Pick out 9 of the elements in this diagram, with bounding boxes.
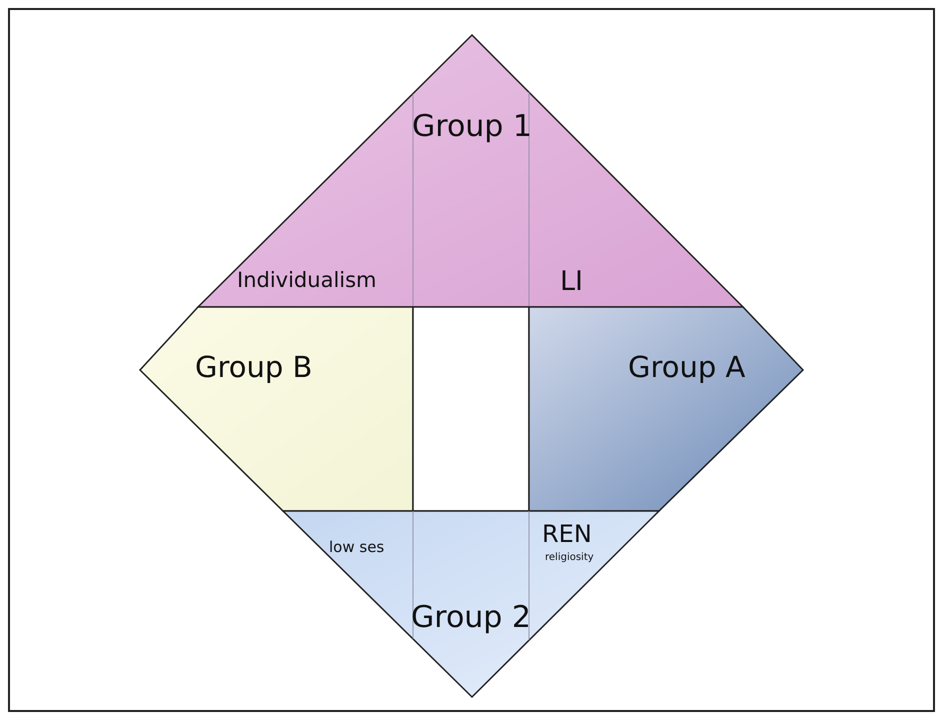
region-label: Group B	[195, 353, 312, 382]
region-label: low ses	[329, 540, 384, 555]
group-label: Group 2	[411, 603, 531, 633]
group-label: Group 1	[412, 112, 532, 142]
region-label: Group A	[628, 353, 746, 382]
region-label: LI	[560, 268, 584, 295]
region-label: religiosity	[545, 553, 594, 563]
region-label: REN	[542, 522, 592, 546]
region-label: Individualism	[237, 270, 377, 291]
